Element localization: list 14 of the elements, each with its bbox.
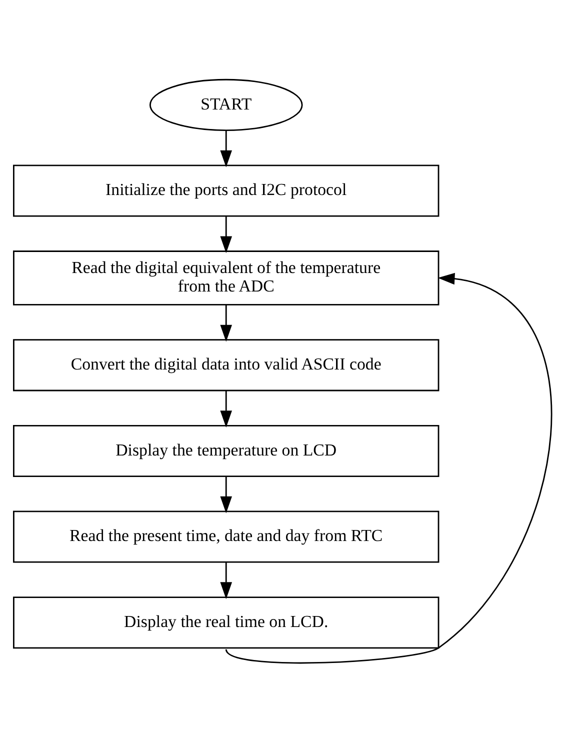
arrow bbox=[220, 130, 232, 168]
node-box: Read the present time, date and day from RTC bbox=[13, 510, 440, 563]
node-box: Display the real time on LCD. bbox=[13, 596, 440, 649]
arrow bbox=[220, 476, 232, 514]
node-box: Convert the digital data into valid ASCII code bbox=[13, 339, 440, 392]
node-ellipse: START bbox=[149, 78, 303, 131]
node-box: Initialize the ports and I2C protocol bbox=[13, 164, 440, 217]
node-box: Display the temperature on LCD bbox=[13, 424, 440, 477]
arrow bbox=[220, 562, 232, 600]
arrow bbox=[220, 390, 232, 428]
arrow bbox=[220, 216, 232, 254]
node-box: Read the digital equivalent of the temperature from the ADC bbox=[13, 250, 440, 306]
arrow bbox=[220, 304, 232, 342]
arrow bbox=[226, 272, 552, 664]
